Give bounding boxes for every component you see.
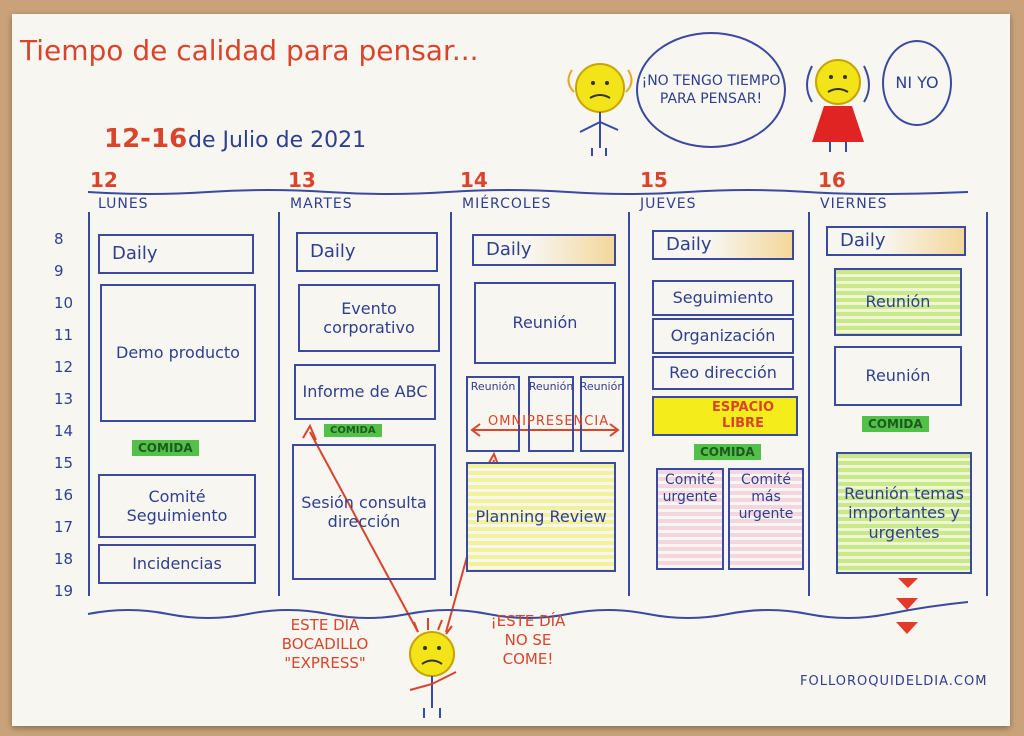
event-jueves-organizacion[interactable]: Organización bbox=[652, 318, 794, 354]
event-jueves-daily[interactable]: Daily bbox=[652, 230, 794, 260]
day-number-13: 13 bbox=[288, 168, 316, 192]
event-viernes-comida: COMIDA bbox=[862, 416, 929, 432]
event-viernes-reunion-importante[interactable]: Reunión temas importantes y urgentes bbox=[836, 452, 972, 574]
event-viernes-reunion-2[interactable]: Reunión bbox=[834, 346, 962, 406]
event-jueves-comite-mas-urgente[interactable]: Comité más urgente bbox=[728, 468, 804, 570]
event-jueves-reo[interactable]: Reo dirección bbox=[652, 356, 794, 390]
hour-12: 12 bbox=[54, 358, 74, 376]
column-viernes bbox=[808, 212, 988, 596]
day-number-15: 15 bbox=[640, 168, 668, 192]
event-martes-comida: COMIDA bbox=[324, 424, 382, 437]
event-martes-daily[interactable]: Daily bbox=[296, 232, 438, 272]
event-viernes-reunion-1[interactable]: Reunión bbox=[834, 268, 962, 336]
calendar-bottom-border bbox=[87, 601, 969, 619]
event-lunes-demo[interactable]: Demo producto bbox=[100, 284, 256, 422]
page-title: Tiempo de calidad para pensar... bbox=[20, 34, 479, 67]
event-lunes-comite[interactable]: Comité Seguimiento bbox=[98, 474, 256, 538]
hour-9: 9 bbox=[54, 262, 64, 280]
day-number-12: 12 bbox=[90, 168, 118, 192]
hour-16: 16 bbox=[54, 486, 74, 504]
event-jueves-espacio-libre[interactable]: ESPACIO LIBRE bbox=[652, 396, 798, 436]
event-lunes-daily[interactable]: Daily bbox=[98, 234, 254, 274]
continue-down-icon bbox=[896, 578, 918, 634]
column-miercoles bbox=[450, 212, 630, 596]
event-lunes-incidencias[interactable]: Incidencias bbox=[98, 544, 256, 584]
event-martes-sesion[interactable]: Sesión consulta dirección bbox=[292, 444, 436, 580]
day-number-16: 16 bbox=[818, 168, 846, 192]
event-jueves-comida: COMIDA bbox=[694, 444, 761, 460]
event-martes-informe[interactable]: Informe de ABC bbox=[294, 364, 436, 420]
omnipresence-arrow bbox=[470, 423, 620, 437]
day-name-martes: MARTES bbox=[290, 196, 353, 212]
day-number-14: 14 bbox=[460, 168, 488, 192]
column-lunes bbox=[88, 212, 280, 596]
hour-18: 18 bbox=[54, 550, 74, 568]
hour-14: 14 bbox=[54, 422, 74, 440]
event-martes-evento[interactable]: Evento corporativo bbox=[298, 284, 440, 352]
omnipresencia-label: OMNIPRESENCIA bbox=[488, 414, 610, 429]
note-martes: ESTE DÍA BOCADILLO "EXPRESS" bbox=[281, 616, 369, 672]
column-martes bbox=[276, 212, 452, 596]
worried-character-bottom-icon bbox=[409, 618, 457, 718]
hour-11: 11 bbox=[54, 326, 74, 344]
event-miercoles-daily[interactable]: Daily bbox=[472, 234, 616, 266]
event-lunes-comida: COMIDA bbox=[132, 440, 199, 456]
date-range: 12-16 bbox=[104, 124, 188, 154]
event-miercoles-reunion-b[interactable]: Reunión bbox=[528, 376, 574, 452]
day-name-miercoles: MIÉRCOLES bbox=[462, 196, 552, 212]
event-miercoles-planning[interactable]: Planning Review bbox=[466, 462, 616, 572]
event-miercoles-reunion[interactable]: Reunión bbox=[474, 282, 616, 364]
calendar-top-border bbox=[87, 189, 969, 195]
column-jueves bbox=[628, 212, 810, 596]
hour-13: 13 bbox=[54, 390, 74, 408]
event-jueves-seguimiento[interactable]: Seguimiento bbox=[652, 280, 794, 316]
event-miercoles-reunion-c[interactable]: Reunión bbox=[580, 376, 624, 452]
note-miercoles: ¡ESTE DÍA NO SE COME! bbox=[490, 612, 566, 668]
hour-15: 15 bbox=[54, 454, 74, 472]
day-name-jueves: JUEVES bbox=[640, 196, 697, 212]
event-jueves-comite-urgente[interactable]: Comité urgente bbox=[656, 468, 724, 570]
hour-17: 17 bbox=[54, 518, 74, 536]
speech-bubble-left: ¡NO TENGO TIEMPO PARA PENSAR! bbox=[636, 32, 786, 148]
website-url[interactable]: FOLLOROQUIDELDIA.COM bbox=[800, 674, 988, 689]
hour-10: 10 bbox=[54, 294, 74, 312]
event-miercoles-reunion-a[interactable]: Reunión bbox=[466, 376, 520, 452]
day-name-viernes: VIERNES bbox=[820, 196, 888, 212]
hour-19: 19 bbox=[54, 582, 74, 600]
date-month-year: de Julio de 2021 bbox=[188, 128, 367, 153]
hour-8: 8 bbox=[54, 230, 64, 248]
thinking-character-right-icon bbox=[806, 59, 870, 152]
thinking-character-left-icon bbox=[567, 63, 633, 156]
day-name-lunes: LUNES bbox=[98, 196, 149, 212]
speech-bubble-right: NI YO bbox=[882, 40, 952, 126]
event-viernes-daily[interactable]: Daily bbox=[826, 226, 966, 256]
